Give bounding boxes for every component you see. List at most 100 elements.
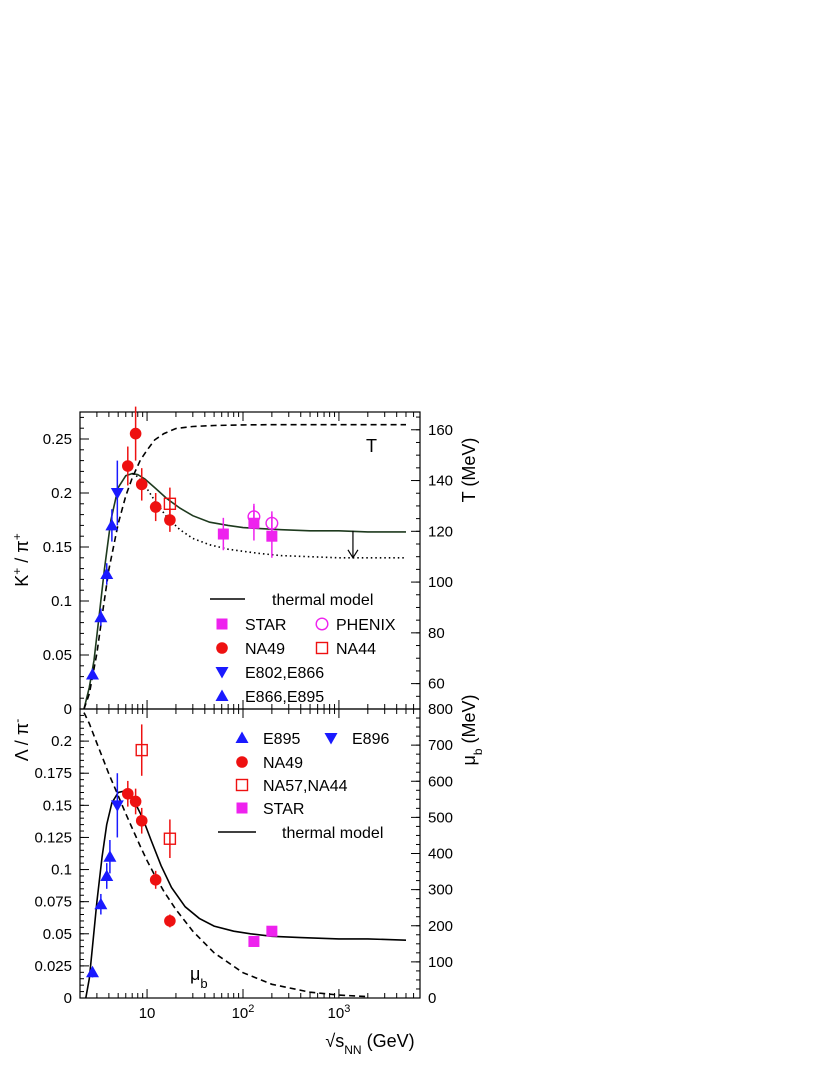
top-ylabel-part-3: +: [10, 533, 24, 540]
bottom-legend-thermal-label: thermal model: [282, 825, 383, 842]
bot-xtick-label: 103: [328, 1003, 351, 1022]
top-ylabel: K+ / π+: [10, 533, 32, 586]
bot-ytick-label: 0: [64, 990, 72, 1007]
top-legend-marker-star: [216, 618, 228, 630]
bottom-legend-marker-e896: [324, 733, 338, 745]
top-point-na49: [122, 460, 134, 472]
top-y2tick-label: 100: [428, 574, 453, 591]
bot-point-e895: [94, 897, 108, 910]
top-point-na49: [135, 478, 148, 491]
bot-point-star: [248, 935, 260, 947]
bottom-legend-marker-na49: [236, 756, 248, 768]
lambda-pion-panel: 00.0250.050.0750.10.1250.150.1750.201002…: [10, 694, 485, 1057]
bot-ytick-label: 0.05: [43, 926, 72, 943]
xtick-label-exp: 2: [248, 1003, 254, 1015]
top-point-star: [266, 530, 278, 542]
top-y2tick-label: 140: [428, 473, 453, 490]
top-point-e866-e895: [105, 518, 119, 531]
bottom-axis-ticks: 00.0250.050.0750.10.1250.150.1750.201002…: [34, 701, 453, 1022]
bottom-legend-na49: NA49: [263, 755, 303, 772]
top-legend-na49: NA49: [245, 641, 285, 658]
bot-point-na49: [135, 814, 148, 827]
bot-y2tick-label: 600: [428, 773, 453, 790]
top-y2tick-label: 60: [428, 676, 445, 693]
bot-y2tick-label: 0: [428, 990, 436, 1007]
bot-xtick-label: 102: [232, 1003, 255, 1022]
xlabel-part-1: NN: [344, 1043, 361, 1057]
top-arrow-head: [347, 549, 359, 559]
bot-point-e895: [86, 965, 100, 978]
top-point-na49: [149, 501, 162, 513]
top-legend-phenix: PHENIX: [336, 617, 396, 634]
bottom-data-points: [86, 724, 278, 978]
top-legend-markers: [215, 617, 329, 701]
top-point-e866-e895: [86, 667, 100, 680]
top-legend: thermal model STAR PHENIX NA49 NA44 E802…: [210, 592, 396, 706]
xlabel-part-2: (GeV): [362, 1031, 415, 1051]
top-point-phenix: [247, 510, 261, 524]
top-ytick-label: 0.25: [43, 431, 72, 448]
top-ytick-label: 0: [64, 701, 72, 718]
bot-point-e896: [110, 800, 124, 812]
top-curve-t: [83, 423, 406, 710]
top-legend-star: STAR: [245, 617, 286, 634]
bot-curve-thermal-model: [85, 790, 407, 999]
top-ylabel-part-0: K: [12, 575, 32, 587]
top-legend-marker-e866: [215, 689, 229, 701]
bottom-legend-e896: E896: [352, 731, 389, 748]
top-data-points: [86, 406, 279, 680]
xtick-label-base: 10: [139, 1005, 156, 1022]
bottom-legend-marker-e895: [235, 731, 249, 743]
top-legend-thermal-label: thermal model: [272, 592, 373, 609]
bottom-legend-star: STAR: [263, 801, 304, 818]
bottom-y2label-part-0: μ: [459, 755, 479, 765]
bottom-legend-marker-star: [236, 802, 248, 814]
xtick-label-base: 10: [328, 1005, 345, 1022]
bottom-annotation-sub: b: [200, 976, 207, 991]
top-ytick-label: 0.2: [51, 485, 72, 502]
top-point-star: [217, 528, 229, 540]
bot-ytick-label: 0.175: [34, 765, 72, 782]
top-point-na44: [163, 497, 177, 510]
bottom-ylabel: Λ / π-: [10, 719, 32, 761]
top-y2tick-label: 120: [428, 523, 453, 540]
bot-y2tick-label: 700: [428, 737, 453, 754]
bot-ytick-label: 0.125: [34, 829, 72, 846]
bot-ytick-label: 0.075: [34, 894, 72, 911]
top-curve-thermal-model-lower-: [131, 472, 406, 559]
top-point-e866-e895: [100, 567, 114, 579]
bot-ytick-label: 0.2: [51, 733, 72, 750]
xtick-label-base: 10: [232, 1005, 249, 1022]
bot-ytick-label: 0.15: [43, 797, 72, 814]
bot-curve--b: [83, 712, 368, 998]
bot-y2tick-label: 400: [428, 846, 453, 863]
bottom-legend-na57: NA57,NA44: [263, 778, 348, 795]
top-ylabel-part-2: / π: [12, 540, 32, 567]
bot-ytick-label: 0.025: [34, 958, 72, 975]
top-legend-marker-e802: [215, 667, 229, 679]
x-axis-label: √sNN (GeV): [325, 1031, 414, 1057]
top-ytick-label: 0.05: [43, 647, 72, 664]
bot-y2tick-label: 500: [428, 809, 453, 826]
top-point-e802-e866: [110, 488, 124, 500]
top-legend-e802: E802,E866: [245, 665, 324, 682]
bottom-ylabel-part-1: -: [10, 719, 24, 723]
xlabel-part-0: √s: [325, 1031, 344, 1051]
bot-point-na57-na44: [135, 743, 148, 757]
bottom-annotation-mu: μ: [190, 964, 200, 984]
bottom-curve-annotation-mub: μb: [190, 964, 208, 991]
top-ylabel-part-1: +: [10, 568, 24, 575]
top-ytick-label: 0.15: [43, 539, 72, 556]
bottom-legend: E895 E896 NA49 NA57,NA44 STAR thermal mo…: [218, 731, 389, 842]
top-legend-na44: NA44: [336, 641, 376, 658]
bot-point-na49: [164, 915, 176, 927]
bot-y2tick-label: 300: [428, 882, 453, 899]
xtick-label-exp: 3: [344, 1003, 350, 1015]
bottom-legend-marker-na57: [235, 778, 249, 792]
top-y2label: T (MeV): [459, 438, 479, 503]
bottom-ylabel-part-0: Λ / π: [12, 723, 32, 761]
bottom-plot-frame: [79, 708, 421, 999]
top-point-phenix: [265, 516, 279, 530]
bot-point-star: [266, 925, 278, 937]
